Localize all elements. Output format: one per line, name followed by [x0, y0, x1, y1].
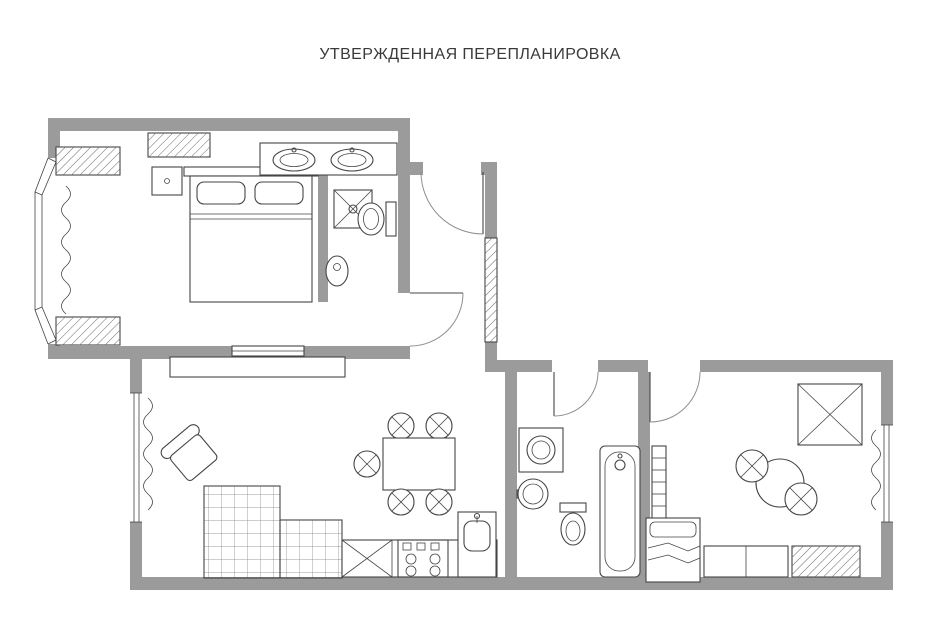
curtain	[61, 185, 71, 315]
radiator-bay-top	[55, 146, 121, 176]
bathroom-door	[553, 371, 599, 417]
curtain	[143, 397, 153, 511]
kitchen-sink	[457, 511, 497, 578]
bay-window	[34, 157, 57, 345]
dining-chair	[425, 412, 453, 440]
low-cabinet	[703, 545, 789, 578]
kids-room	[645, 383, 881, 583]
page-title: УТВЕРЖДЕННАЯ ПЕРЕПЛАНИРОВКА	[319, 46, 621, 63]
chair	[735, 449, 769, 483]
stove	[397, 539, 449, 578]
bidet	[325, 255, 349, 287]
bathtub	[599, 445, 641, 578]
nightstand	[151, 166, 183, 196]
kids-room-window	[881, 424, 893, 523]
bedroom-door	[409, 292, 464, 347]
wardrobe	[797, 383, 863, 446]
bathroom	[516, 427, 641, 578]
bathroom-sink	[516, 478, 549, 510]
curtain	[871, 429, 881, 511]
tv-console	[169, 345, 346, 378]
living-room	[143, 345, 346, 579]
washing-machine	[518, 427, 564, 473]
radiator-bedroom	[147, 132, 211, 158]
shelf-unit	[651, 445, 667, 531]
vanity-double-sink	[259, 142, 398, 176]
radiator-bay-bottom	[55, 316, 121, 346]
dining-table	[382, 437, 456, 491]
dining-chair	[353, 450, 381, 478]
dining-chair	[387, 488, 415, 516]
toilet	[559, 502, 587, 546]
dining-chair	[387, 412, 415, 440]
kids-bed	[645, 517, 701, 583]
dresser-hatched	[791, 545, 861, 578]
entry-door	[420, 171, 484, 235]
dining-chair	[425, 488, 453, 516]
kids-room-door	[649, 371, 701, 423]
toilet	[357, 201, 397, 237]
chair	[784, 482, 818, 516]
armchair	[160, 424, 218, 482]
master-bedroom	[61, 142, 398, 315]
kitchen	[341, 412, 498, 578]
vent-shaft	[484, 237, 498, 343]
living-room-window	[130, 392, 142, 523]
master-bed	[183, 166, 319, 303]
sectional-sofa	[203, 485, 343, 579]
